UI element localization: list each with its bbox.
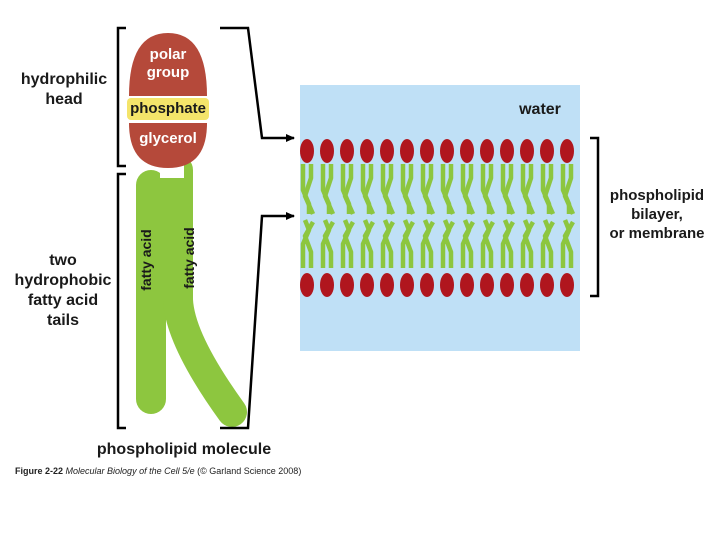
upper-head	[400, 139, 414, 163]
upper-head	[520, 139, 534, 163]
upper-tail	[362, 164, 376, 215]
upper-tail	[502, 164, 516, 215]
lower-head	[360, 273, 374, 297]
polar-group-shape	[129, 33, 207, 96]
upper-head	[300, 139, 314, 163]
upper-tail	[422, 164, 436, 215]
upper-tail	[562, 164, 576, 215]
lower-head	[480, 273, 494, 297]
lower-head	[400, 273, 414, 297]
lower-tail	[502, 220, 515, 268]
hydrophilic-head-shape	[127, 33, 209, 168]
upper-tail	[322, 164, 336, 215]
lower-head	[340, 273, 354, 297]
lower-head	[440, 273, 454, 297]
caption-book: Molecular Biology of the Cell 5/e	[65, 466, 195, 476]
upper-head	[500, 139, 514, 163]
lower-tail	[302, 220, 315, 268]
lower-tail	[562, 220, 575, 268]
upper-tail	[302, 164, 316, 215]
bilayer	[300, 139, 576, 297]
lower-tail	[542, 220, 555, 268]
upper-head	[340, 139, 354, 163]
upper-head	[540, 139, 554, 163]
lower-head	[380, 273, 394, 297]
lower-head	[540, 273, 554, 297]
lower-head	[460, 273, 474, 297]
caption-figure: Figure 2-22	[15, 466, 64, 476]
upper-tail	[462, 164, 476, 215]
water-label: water	[519, 101, 561, 118]
upper-head	[460, 139, 474, 163]
water-region	[300, 85, 580, 351]
lower-tail	[342, 220, 355, 268]
upper-tail	[402, 164, 416, 215]
lower-tail	[402, 220, 415, 268]
lower-head	[560, 273, 574, 297]
upper-tail	[442, 164, 456, 215]
upper-tail	[382, 164, 396, 215]
lower-tail	[362, 220, 375, 268]
glycerol-shape	[129, 123, 207, 168]
lower-head	[420, 273, 434, 297]
figure-caption: Figure 2-22 Molecular Biology of the Cel…	[15, 466, 301, 476]
hydrophobic-tails-label: two hydrophobic fatty acid tails	[14, 252, 112, 329]
brackets	[116, 26, 600, 430]
lower-tail	[462, 220, 475, 268]
polar-group-label: polar group	[146, 46, 190, 81]
molecule-title: phospholipid molecule	[96, 441, 272, 458]
caption-credit: (© Garland Science 2008)	[197, 466, 302, 476]
upper-tail	[542, 164, 556, 215]
upper-head	[360, 139, 374, 163]
phosphate-label: phosphate	[130, 100, 206, 117]
fatty-acid-label-2: fatty acid	[181, 227, 197, 289]
pointer-lines	[220, 26, 295, 430]
fatty-acid-label-1: fatty acid	[138, 229, 154, 291]
lower-tail	[422, 220, 435, 268]
lower-head	[300, 273, 314, 297]
lower-head	[500, 273, 514, 297]
upper-head	[440, 139, 454, 163]
phosphate-band	[127, 98, 209, 120]
lower-head	[320, 273, 334, 297]
upper-tail	[342, 164, 356, 215]
lower-tail	[522, 220, 535, 268]
lower-tail	[322, 220, 335, 268]
glycerol-label: glycerol	[139, 130, 197, 147]
upper-head	[380, 139, 394, 163]
upper-tail	[482, 164, 496, 215]
upper-head	[320, 139, 334, 163]
upper-tail	[522, 164, 536, 215]
lower-tail	[442, 220, 455, 268]
lower-tail	[482, 220, 495, 268]
lower-tail	[382, 220, 395, 268]
hydrophilic-head-label: hydrophilic head	[20, 71, 108, 108]
lower-head	[520, 273, 534, 297]
bilayer-label: phospholipid bilayer, or membrane	[609, 187, 705, 242]
upper-head	[420, 139, 434, 163]
upper-head	[480, 139, 494, 163]
upper-head	[560, 139, 574, 163]
